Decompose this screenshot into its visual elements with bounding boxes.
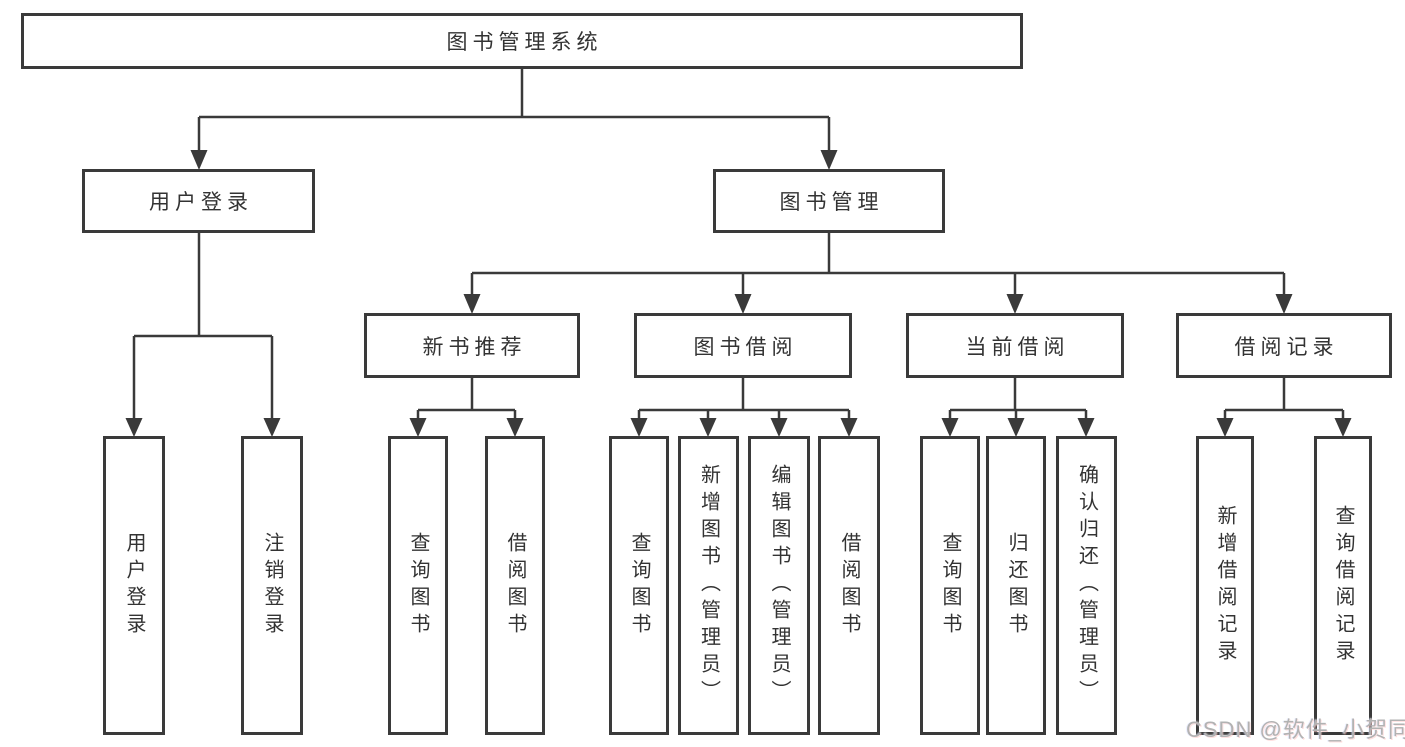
leaf-return-books: 归还图书 xyxy=(986,436,1046,735)
leaf-query-borrow-record: 查询借阅记录 xyxy=(1314,436,1372,735)
node-current-borrowing: 当前借阅 xyxy=(906,313,1124,378)
node-user-login-branch: 用户登录 xyxy=(82,169,315,233)
connector-user-login xyxy=(125,233,281,437)
leaf-query-books-borrow: 查询图书 xyxy=(609,436,669,735)
leaf-user-login: 用户登录 xyxy=(103,436,165,735)
leaf-edit-books-admin: 编辑图书（管理员） xyxy=(748,436,810,735)
node-book-borrowing: 图书借阅 xyxy=(634,313,852,378)
connector-new-book xyxy=(409,378,524,437)
connector-current-borrow xyxy=(941,378,1095,437)
leaf-query-books-current: 查询图书 xyxy=(920,436,980,735)
connector-root xyxy=(190,69,838,170)
leaf-add-borrow-record: 新增借阅记录 xyxy=(1196,436,1254,735)
node-borrowing-records: 借阅记录 xyxy=(1176,313,1392,378)
node-new-book-recommendation: 新书推荐 xyxy=(364,313,580,378)
leaf-add-books-admin: 新增图书（管理员） xyxy=(678,436,739,735)
connector-book-borrow xyxy=(630,378,858,437)
leaf-borrow-books: 借阅图书 xyxy=(818,436,880,735)
node-book-management-branch: 图书管理 xyxy=(713,169,945,233)
leaf-logout: 注销登录 xyxy=(241,436,303,735)
connector-borrow-records xyxy=(1216,378,1352,437)
connector-book-management xyxy=(463,233,1293,314)
leaf-borrow-books-recommend: 借阅图书 xyxy=(485,436,545,735)
csdn-watermark: CSDN @软件_小贺同学 xyxy=(1186,717,1405,742)
leaf-query-books-recommend: 查询图书 xyxy=(388,436,448,735)
leaf-confirm-return-admin: 确认归还（管理员） xyxy=(1056,436,1117,735)
node-root-system: 图书管理系统 xyxy=(21,13,1023,69)
